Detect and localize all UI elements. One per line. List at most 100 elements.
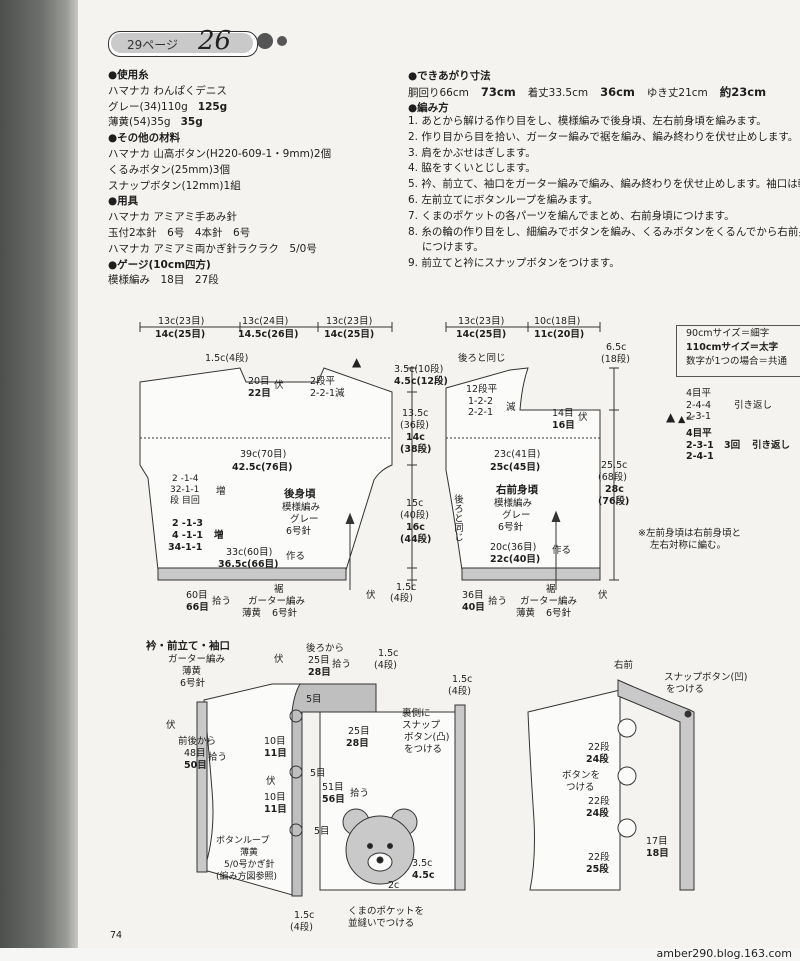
- materials-line: ハマナカ アミアミ手あみ針: [108, 210, 331, 226]
- front-neck-sts-a: 14目: [552, 408, 574, 419]
- materials-line: 玉付2本針 6号 4本針 6号: [108, 226, 331, 242]
- back-inc2-r3: 34-1-1: [168, 542, 203, 553]
- front-body-name: 右前身頃: [496, 484, 538, 496]
- snap-dot: [684, 710, 692, 718]
- side-dim-d: (44段): [400, 534, 432, 545]
- bear-pocket: [342, 808, 418, 885]
- arm-dim-b: (36段): [400, 420, 430, 431]
- svg-text:▲: ▲: [666, 410, 676, 424]
- materials-text: ●その他の材料: [108, 132, 181, 145]
- back-neck-dec-a: 2段平: [310, 376, 336, 387]
- rf-g1-a: 22段: [588, 742, 610, 753]
- collar-pick-left: 拾う: [208, 752, 228, 763]
- front-len-c: 28c: [605, 484, 624, 495]
- key-label1: 引き返し: [734, 400, 773, 411]
- front-top-dim-2a: 10c(18目): [534, 316, 581, 327]
- finished-size-title: ●できあがり寸法: [408, 70, 491, 82]
- materials-text: 模様編み 18目 27段: [108, 274, 219, 287]
- front-neck-b: 1-2-2: [468, 396, 493, 407]
- materials-line: スナップボタン(12mm)1組: [108, 179, 331, 195]
- snap-note-4: をつける: [404, 744, 443, 755]
- back-color: グレー: [290, 514, 319, 525]
- materials-line: ハマナカ わんぱくデニス: [108, 84, 331, 100]
- cuff-band-right: [454, 704, 466, 891]
- back-inc2-r1: 2 -1-3: [172, 518, 204, 529]
- front-neck-sts-b: 16目: [552, 420, 575, 431]
- front-pick-b: 40目: [462, 602, 485, 613]
- method-steps: 1. あとから解ける作り目をし、模様編みで後身頃、左右前身頃を編みます。2. 作…: [408, 114, 800, 272]
- arm-dim-a: 13.5c: [402, 408, 429, 419]
- collar-fuse-left: 伏: [166, 720, 176, 731]
- materials-line: くるみボタン(25mm)3個: [108, 163, 331, 179]
- snap-note-2: スナップ: [402, 720, 441, 731]
- back-bottom-a: 33c(60目): [226, 547, 273, 558]
- method-step: につけます。: [408, 241, 484, 254]
- collar-front-a: 48目: [184, 748, 206, 759]
- back-inc2-r2: 4 -1-1: [172, 530, 204, 541]
- key-r1: 4目平: [686, 388, 712, 399]
- loop-label-1: ボタンループ: [216, 836, 270, 846]
- back-top-dim-1b: 14c(25目): [155, 329, 206, 340]
- button-loop-1: [289, 709, 303, 723]
- rf-g2-b: 24段: [586, 808, 609, 819]
- materials-line: ●ゲージ(10cm四方): [108, 258, 331, 274]
- svg-text:▲: ▲: [352, 355, 362, 369]
- collar-five-top: 5目: [306, 694, 322, 705]
- front-neck-d: 減: [506, 402, 516, 413]
- loop-label-4: (編み方図参照): [216, 872, 278, 882]
- pocket-note-2: 並縫いでつける: [348, 918, 415, 929]
- back-width-b: 42.5c(76目): [232, 462, 293, 473]
- rf-snap-1: スナップボタン(凹): [664, 672, 748, 683]
- wrap-button-3: [617, 818, 637, 838]
- collar-pick-top: 拾う: [332, 659, 352, 670]
- side-dim-a: 15c: [406, 498, 424, 509]
- button-loop-3: [289, 823, 303, 837]
- front-same-back: 後ろと同じ: [458, 353, 506, 364]
- snap-note-1: 裏側に: [402, 708, 431, 719]
- materials-text: くるみボタン(25mm)3個: [108, 163, 230, 176]
- front-neck-fuse: 伏: [578, 412, 588, 423]
- materials-text: グレー(34)110g: [108, 100, 188, 113]
- pattern-number: 26: [198, 26, 232, 56]
- back-hem-needle: 6号針: [272, 608, 298, 619]
- side-dim-b: (40段): [400, 510, 430, 521]
- back-neck-sts-b: 22目: [248, 388, 271, 399]
- front-top-dim-1b: 14c(25目): [456, 329, 507, 340]
- back-inc1-r1: 2 -1-4: [172, 474, 199, 484]
- materials-line: 模様編み 18目 27段: [108, 273, 331, 289]
- collar-back-b: 28目: [308, 667, 331, 678]
- method-step: 8. 糸の輪の作り目をし、細編みでボタンを編み、くるみボタンをくるんでから右前身: [408, 225, 800, 238]
- front-pattern: 模様編み: [494, 498, 533, 509]
- header-dot-small: [277, 36, 287, 46]
- loop-dist-2b: 11目: [264, 804, 287, 815]
- finished-size-part: 約23cm: [719, 85, 767, 99]
- collar-bot-b: (4段): [290, 922, 313, 933]
- hem-dim-a: 1.5c: [396, 582, 417, 593]
- back-pick-b: 66目: [186, 602, 209, 613]
- loop-label-3: 5/0号かぎ針: [224, 860, 275, 870]
- loop-dist-1b: 11目: [264, 748, 287, 759]
- pocket-two: 2c: [388, 880, 400, 891]
- collar-pick-mid: 拾う: [350, 788, 370, 799]
- hem-dim-b: (4段): [390, 593, 413, 604]
- front-hem-stitch: ガーター編み: [520, 596, 578, 607]
- materials-text: スナップボタン(12mm)1組: [108, 179, 241, 192]
- method-step: 1. あとから解ける作り目をし、模様編みで後身頃、左右前身頃を編みます。: [408, 115, 767, 127]
- back-hem-color: 薄黄: [242, 608, 262, 619]
- size-note-box: [676, 325, 800, 377]
- materials-line: ハマナカ アミアミ両かぎ針ラクラク 5/0号: [108, 242, 331, 258]
- collar-color: 薄黄: [182, 666, 202, 677]
- header-dot-large: [257, 33, 273, 49]
- arm-dim-d: (38段): [400, 444, 432, 455]
- collar-back-a: 25目: [308, 655, 330, 666]
- left-front-note-2: 左右対称に編む。: [650, 540, 727, 551]
- materials-text: ハマナカ わんぱくデニス: [108, 84, 227, 97]
- footer-url: amber290.blog.163.com: [656, 947, 792, 960]
- back-pattern: 模様編み: [282, 502, 321, 513]
- back-width-a: 39c(70目): [240, 449, 287, 460]
- button-loop-2: [289, 765, 303, 779]
- back-hem-band: [157, 567, 347, 581]
- rf-st-b: 18目: [646, 848, 669, 859]
- cuff-band-left: [196, 701, 208, 873]
